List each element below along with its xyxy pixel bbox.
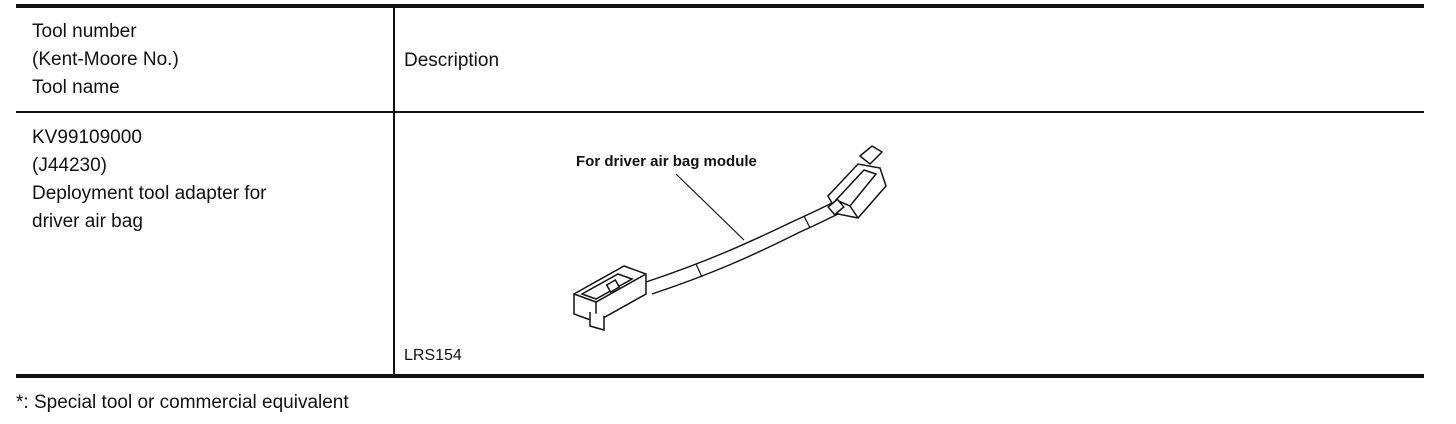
header-tool-number: Tool number — [32, 21, 137, 42]
header-kent-moore: (Kent-Moore No.) — [32, 49, 179, 70]
figure-callout: For driver air bag module — [576, 153, 757, 170]
header-tool-name: Tool name — [32, 77, 120, 98]
left-connector — [573, 265, 647, 331]
header-description: Description — [404, 50, 500, 71]
right-connector — [827, 145, 887, 219]
cable-edge-upper — [645, 199, 839, 283]
tool-number: KV99109000 — [32, 127, 142, 148]
tool-name-line-2: driver air bag — [32, 211, 143, 232]
cable-edge-lower — [651, 211, 843, 295]
table-top-rule — [16, 4, 1424, 8]
footnote: *: Special tool or commercial equivalent — [16, 392, 349, 413]
callout-leader-line — [675, 173, 745, 241]
tool-name-line-1: Deployment tool adapter for — [32, 183, 267, 204]
cable-sleeve-band — [803, 215, 811, 229]
table-header-rule — [16, 111, 1424, 113]
special-tool-table: Tool number (Kent-Moore No.) Tool name D… — [16, 4, 1424, 378]
header-tool-column: Tool number (Kent-Moore No.) Tool name — [32, 18, 179, 102]
figure-id: LRS154 — [404, 347, 462, 364]
table-bottom-rule — [16, 374, 1424, 378]
row-tool-cell: KV99109000 (J44230) Deployment tool adap… — [32, 124, 266, 236]
adapter-harness-illustration: For driver air bag module — [573, 145, 887, 331]
table-column-divider — [393, 8, 395, 374]
kent-moore-number: (J44230) — [32, 155, 107, 176]
cable-sleeve-band — [695, 263, 703, 278]
